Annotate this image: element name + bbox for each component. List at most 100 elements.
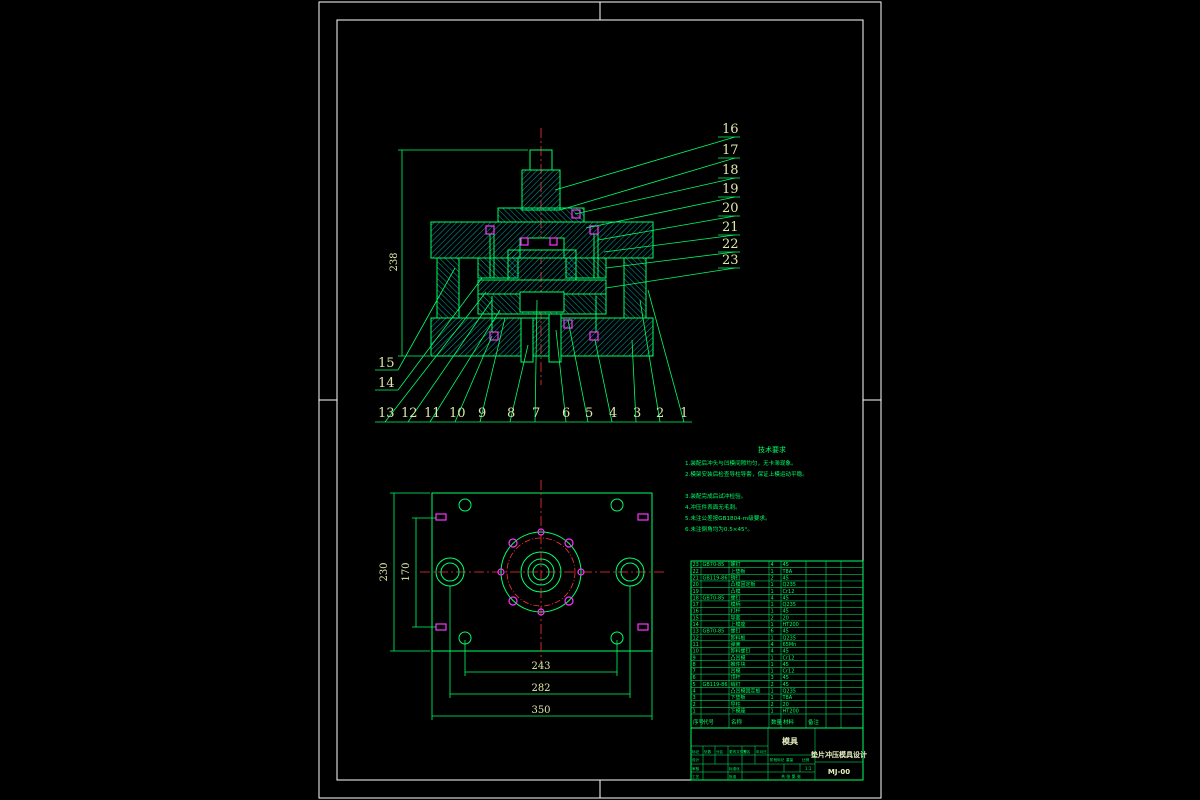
bom-cell: 5: [693, 682, 696, 688]
bom-cell: Q235: [783, 689, 796, 695]
bom-header-cell: 数量: [771, 718, 783, 726]
part-number-6: 6: [562, 406, 570, 421]
bom-cell: 凸模: [731, 588, 741, 595]
title-block-stage-label: 重量: [786, 757, 794, 762]
title-block-label: 批准: [729, 774, 737, 779]
bom-cell: 4: [771, 642, 774, 648]
bom-cell: 9: [693, 655, 696, 661]
part-number-21: 21: [722, 220, 739, 235]
bom-cell: Q235: [783, 635, 796, 641]
bom-cell: 凸模固定板: [731, 581, 756, 588]
bom-cell: 3: [693, 695, 696, 701]
bom-cell: HT200: [783, 622, 799, 628]
bom-cell: 16: [693, 609, 699, 615]
bom-cell: 卸料螺钉: [731, 648, 751, 655]
bom-cell: 销钉: [731, 574, 741, 581]
dim-230: 230: [379, 562, 390, 581]
part-number-19: 19: [722, 182, 739, 197]
bom-cell: 3: [771, 675, 774, 681]
bom-cell: 7: [693, 669, 696, 675]
bom-cell: 1: [771, 635, 774, 641]
bom-cell: GB70-85: [703, 629, 725, 635]
bom-header-cell: 名称: [731, 718, 743, 726]
bom-cell: 45: [783, 629, 789, 635]
bom-cell: 13: [693, 629, 699, 635]
part-number-23: 23: [722, 253, 739, 268]
part-number-20: 20: [722, 201, 739, 216]
part-number-5: 5: [585, 406, 593, 421]
part-number-10: 10: [449, 406, 466, 421]
title-block: 模具 垫片冲压模具设计 MJ-00 标记处数分区更改文件号签名年月日设计审核工艺…: [690, 727, 867, 781]
bom-header-cell: 材料: [783, 718, 795, 726]
title-block-label: 更改文件号: [729, 749, 747, 754]
bom-cell: 45: [783, 575, 789, 581]
bom-header-cell: 序号: [693, 718, 705, 726]
bom-cell: 4: [693, 689, 696, 695]
part-name: 模具: [782, 736, 798, 746]
bom-cell: 14: [693, 622, 699, 628]
bom-cell: 凸凹模: [731, 654, 746, 661]
bom-cell: GB70-85: [703, 562, 725, 568]
bom-cell: 20: [783, 702, 789, 708]
part-number-12: 12: [401, 406, 418, 421]
part-number-7: 7: [532, 406, 540, 421]
part-number-1: 1: [680, 406, 688, 421]
drawing-code: MJ-00: [828, 768, 850, 776]
bom-cell: 导套: [731, 614, 741, 621]
bom-cell: 6: [693, 675, 696, 681]
bom-cell: 螺钉: [731, 594, 741, 601]
bom-cell: 10: [693, 649, 699, 655]
note-line-6: 6.未注倒角均为0.5×45°。: [685, 525, 753, 533]
bom-cell: 1: [771, 582, 774, 588]
bom-cell: 推件块: [731, 661, 746, 668]
dim-height: 238: [389, 252, 400, 271]
bom-cell: 21: [693, 575, 699, 581]
bom-cell: 1: [771, 589, 774, 595]
plan-view: 230 170 243 282 350: [379, 480, 664, 720]
bom-cell: Q235: [783, 602, 796, 608]
bom-cell: Cr12: [783, 655, 795, 661]
bom-cell: 螺钉: [731, 628, 741, 635]
leaders-bottom: [375, 289, 692, 423]
bom-cell: 22: [693, 569, 699, 575]
bom-cell: 20: [693, 582, 699, 588]
title-block-label: 年月日: [756, 749, 767, 754]
part-numbers-right: 16 17 18 19 20 21 22 23: [722, 122, 739, 268]
bom-cell: 模柄: [731, 601, 741, 608]
bom-cell: 销钉: [731, 681, 741, 688]
bom-cell: HT200: [783, 709, 799, 715]
part-number-8: 8: [507, 406, 515, 421]
bom-cell: 导柱: [731, 701, 741, 708]
bom-cell: 上模座: [731, 621, 746, 628]
part-number-2: 2: [656, 406, 664, 421]
bom-cell: 20: [783, 615, 789, 621]
bom-cell: 4: [771, 649, 774, 655]
bom-cell: T8A: [782, 569, 793, 575]
bom-cell: 11: [693, 642, 699, 648]
bom-cell: 19: [693, 589, 699, 595]
section-view: 238: [389, 128, 654, 385]
part-number-18: 18: [722, 163, 739, 178]
bom-cell: 1: [693, 709, 696, 715]
bom-cell: 8: [693, 662, 696, 668]
bom-cell: 1: [771, 662, 774, 668]
title-block-stage-label: 阶段标记: [770, 757, 785, 762]
note-line-2: 2.模架安装后检查导柱导套，保证上模运动平稳。: [685, 470, 808, 478]
drawing-frame: [318, 1, 882, 799]
dim-170: 170: [401, 562, 412, 581]
bom-cell: 1: [771, 622, 774, 628]
part-number-11: 11: [424, 406, 441, 421]
title-block-label: 分区: [716, 749, 724, 754]
bom-cell: 打杆: [731, 608, 741, 615]
part-number-4: 4: [609, 406, 617, 421]
bom-cell: 45: [783, 609, 789, 615]
bom-cell: 23: [693, 562, 699, 568]
bom-cell: 凸凹模固定板: [731, 688, 761, 695]
bom-cell: Cr12: [783, 669, 795, 675]
title-block-label: 标记: [692, 749, 700, 754]
bom-cell: 2: [771, 702, 774, 708]
part-number-3: 3: [633, 406, 641, 421]
drawing-title: 垫片冲压模具设计: [811, 750, 867, 759]
